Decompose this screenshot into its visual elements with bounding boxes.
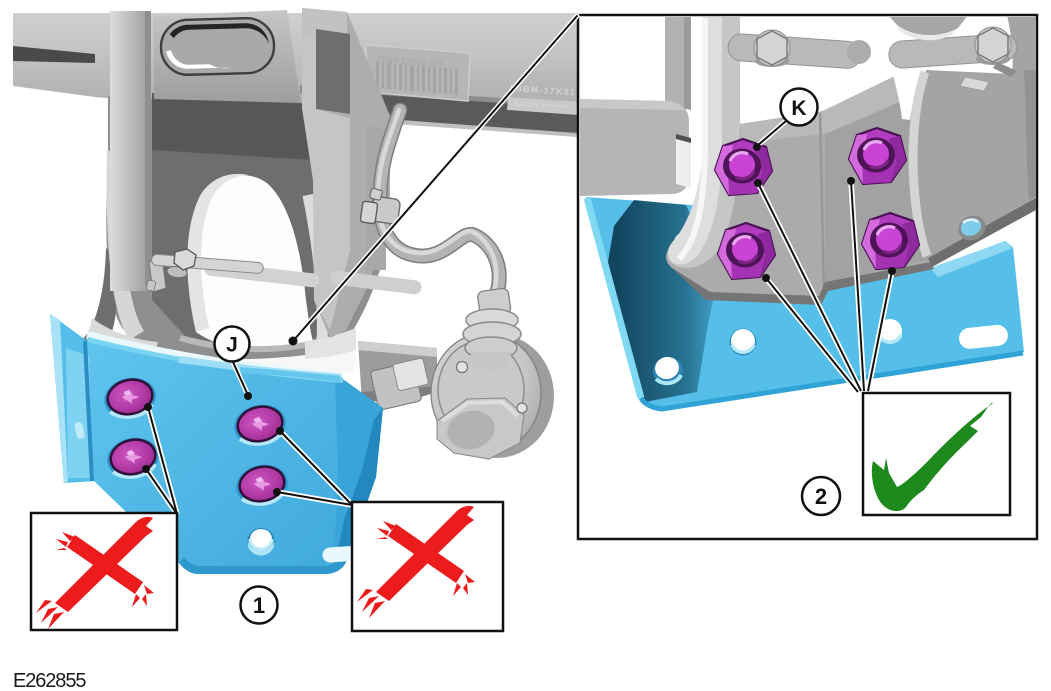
svg-text:J: J (226, 334, 238, 357)
svg-text:K: K (791, 97, 806, 120)
svg-text:1: 1 (253, 593, 265, 618)
svg-text:BATCH ********: BATCH ******** (514, 101, 568, 112)
svg-text:L0BM-17K81: L0BM-17K81 (510, 83, 577, 98)
svg-text:2: 2 (815, 484, 827, 509)
svg-text:E262855: E262855 (13, 670, 86, 691)
